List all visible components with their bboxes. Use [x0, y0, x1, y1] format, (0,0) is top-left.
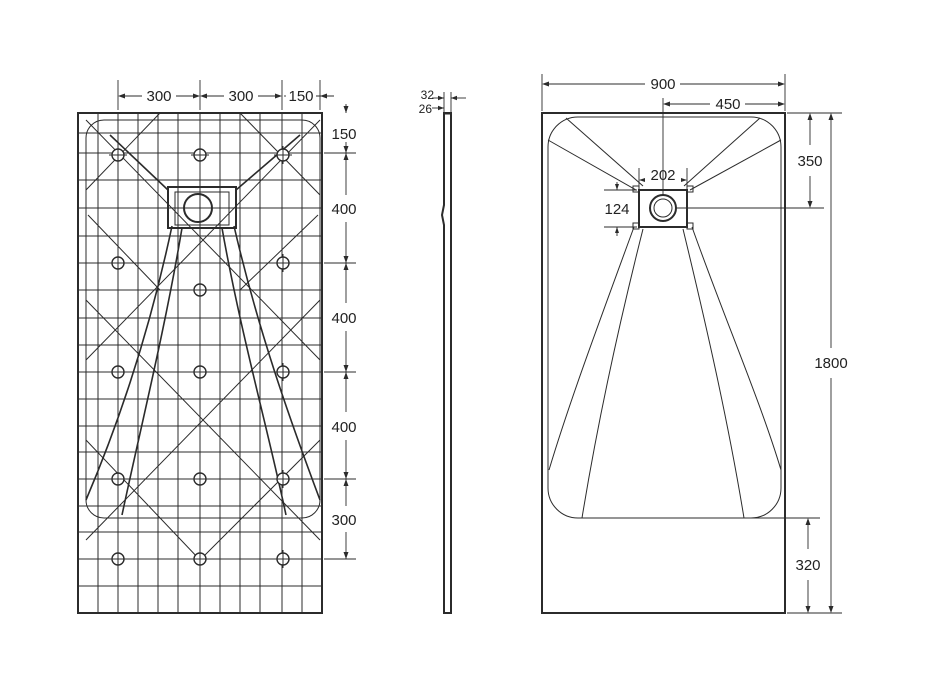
- bottom-view-width-dims: 300 300 150: [117, 80, 334, 110]
- adjustable-foot: [274, 146, 292, 164]
- drain-channels-top: [547, 117, 782, 519]
- dim-length: 1800: [814, 355, 847, 372]
- adjustable-foot: [191, 550, 209, 568]
- adjustable-foot: [191, 470, 209, 488]
- bottom-view-inner-tray: [85, 119, 321, 519]
- adjustable-foot: [274, 363, 292, 381]
- drain-outlet-bottom: [167, 186, 237, 229]
- adjustable-foot: [191, 146, 209, 164]
- top-view-outline: [541, 112, 786, 614]
- bottom-view: 300 300 150: [77, 80, 357, 614]
- dim-h1: 400: [331, 201, 356, 218]
- adjustable-foot: [191, 363, 209, 381]
- side-view: 32 26: [419, 88, 466, 614]
- adjustable-feet: [109, 146, 292, 568]
- adjustable-foot: [191, 281, 209, 299]
- adjustable-foot: [274, 470, 292, 488]
- top-view-basin: [547, 116, 782, 519]
- dim-w2: 300: [228, 88, 253, 105]
- dim-drain-offset: 350: [797, 153, 822, 170]
- dim-bottom-margin: 320: [795, 557, 820, 574]
- adjustable-foot: [274, 550, 292, 568]
- dim-drain-width: 202: [650, 167, 675, 184]
- adjustable-foot: [109, 254, 127, 272]
- adjustable-foot: [109, 550, 127, 568]
- adjustable-foot: [109, 470, 127, 488]
- dim-h3: 400: [331, 419, 356, 436]
- bottom-view-height-dims: 150 400 400 400 300: [324, 104, 357, 560]
- top-view: 900 450 202 124 350 1800: [541, 74, 848, 614]
- dim-w1: 300: [146, 88, 171, 105]
- side-profile: [440, 112, 452, 614]
- adjustable-foot: [274, 254, 292, 272]
- dim-width: 900: [650, 76, 675, 93]
- dim-t2: 26: [419, 102, 433, 116]
- adjustable-foot: [109, 146, 127, 164]
- dim-w3: 150: [288, 88, 313, 105]
- adjustable-foot: [109, 363, 127, 381]
- dim-drain-height: 124: [604, 201, 629, 218]
- dim-h2: 400: [331, 310, 356, 327]
- dim-half: 450: [715, 96, 740, 113]
- dim-h0: 150: [331, 126, 356, 143]
- drain-hole-bottom: [183, 193, 213, 223]
- dim-t1: 32: [421, 88, 435, 102]
- dim-h4: 300: [331, 512, 356, 529]
